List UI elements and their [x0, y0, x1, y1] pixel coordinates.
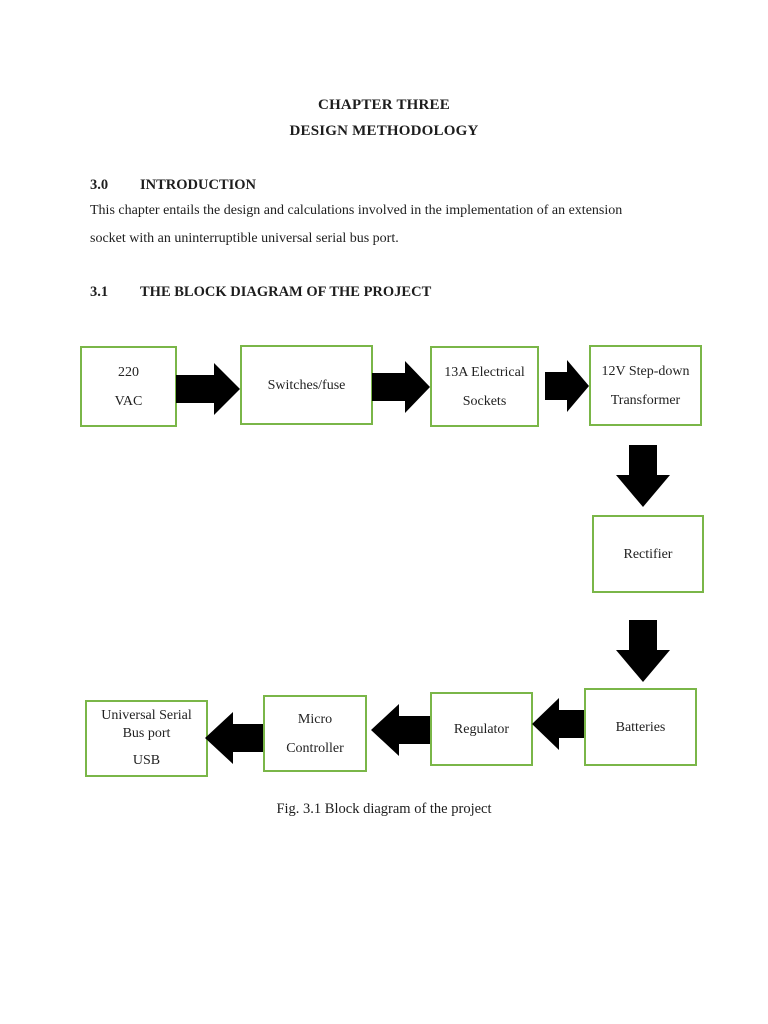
box-label: Bus port	[122, 726, 171, 741]
arrow-down-icon	[616, 620, 670, 682]
figure-caption: Fig. 3.1 Block diagram of the project	[276, 801, 492, 817]
section-number: 3.1	[90, 284, 109, 300]
chapter-title-line1: CHAPTER THREE	[318, 97, 450, 113]
arrow-down-icon	[616, 445, 670, 507]
intro-paragraph: This chapter entails the design and calc…	[90, 197, 690, 253]
box-label: Sockets	[462, 393, 507, 409]
box-label: Regulator	[453, 721, 510, 737]
diagram-box-rectifier: Rectifier	[592, 515, 704, 593]
box-label: Micro	[297, 711, 333, 727]
arrow-left-icon	[371, 704, 430, 756]
box-label: Batteries	[615, 719, 666, 735]
arrow-right-icon	[176, 363, 240, 415]
box-label: Controller	[286, 740, 344, 756]
diagram-box-regulator: Regulator	[430, 692, 533, 766]
box-label: VAC	[114, 393, 143, 409]
paragraph-line: This chapter entails the design and calc…	[90, 203, 623, 218]
arrow-right-icon	[372, 361, 430, 413]
diagram-box-220-vac: 220 VAC	[80, 346, 177, 427]
box-label: USB	[132, 753, 161, 768]
box-label: Rectifier	[623, 546, 673, 562]
box-label: 12V Step-down	[601, 363, 690, 379]
diagram-box-electrical-sockets: 13A Electrical Sockets	[430, 346, 539, 427]
section-title: THE BLOCK DIAGRAM OF THE PROJECT	[140, 284, 432, 300]
diagram-box-switches-fuse: Switches/fuse	[240, 345, 373, 425]
paragraph-line: socket with an uninterruptible universal…	[90, 231, 399, 246]
diagram-box-micro-controller: Micro Controller	[263, 695, 367, 772]
chapter-title-line2: DESIGN METHODOLOGY	[289, 123, 479, 139]
section-heading-3-1: 3.1 THE BLOCK DIAGRAM OF THE PROJECT	[90, 282, 431, 302]
box-label: Universal Serial	[101, 708, 192, 723]
chapter-title: CHAPTER THREE DESIGN METHODOLOGY	[0, 92, 768, 144]
diagram-box-batteries: Batteries	[584, 688, 697, 766]
box-label: Switches/fuse	[267, 377, 346, 393]
arrow-left-icon	[205, 712, 263, 764]
arrow-right-icon	[545, 360, 589, 412]
diagram-box-usb-port: Universal Serial Bus port USB	[85, 700, 208, 777]
section-heading-3-0: 3.0 INTRODUCTION	[90, 175, 256, 195]
box-label: Transformer	[610, 392, 681, 408]
section-title: INTRODUCTION	[140, 177, 257, 193]
box-label: 220	[118, 364, 139, 380]
arrow-left-icon	[532, 698, 584, 750]
box-label: 13A Electrical	[444, 364, 525, 380]
diagram-box-stepdown-transformer: 12V Step-down Transformer	[589, 345, 702, 426]
section-number: 3.0	[90, 177, 109, 193]
